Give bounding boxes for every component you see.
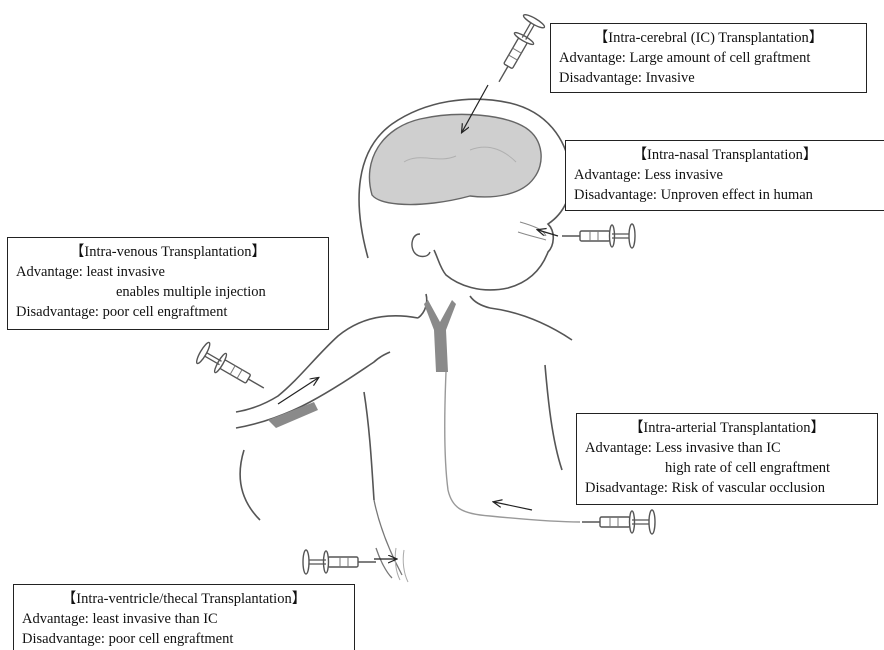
intraarterial-advantage-2: high rate of cell engraftment <box>585 458 869 478</box>
arm-vein-mark <box>268 402 318 428</box>
intravenous-advantage: Advantage: least invasive <box>16 262 320 282</box>
syringe-icon-intranasal <box>562 224 635 248</box>
intranasal-box: 【Intra-nasal Transplantation】 Advantage:… <box>565 140 884 211</box>
intraarterial-advantage: Advantage: Less invasive than IC <box>585 438 869 458</box>
intranasal-advantage: Advantage: Less invasive <box>574 165 876 185</box>
intranasal-title: 【Intra-nasal Transplantation】 <box>574 145 876 165</box>
intracerebral-title: 【Intra-cerebral (IC) Transplantation】 <box>559 28 858 48</box>
syringe-icon-intravenous <box>195 341 270 398</box>
intracerebral-box: 【Intra-cerebral (IC) Transplantation】 Ad… <box>550 23 867 93</box>
intravenous-box: 【Intra-venous Transplantation】 Advantage… <box>7 237 329 330</box>
intracerebral-disadvantage: Disadvantage: Invasive <box>559 68 858 88</box>
intraarterial-disadvantage: Disadvantage: Risk of vascular occlusion <box>585 478 869 498</box>
intravenous-title: 【Intra-venous Transplantation】 <box>16 242 320 262</box>
ear-outline <box>412 234 430 257</box>
arrow-icon-intranasal <box>538 230 558 236</box>
neck-vessel <box>424 300 456 372</box>
intravenous-advantage-2: enables multiple injection <box>16 282 320 302</box>
syringe-icon-intracerebral <box>489 13 546 88</box>
intraventricular-advantage: Advantage: least invasive than IC <box>22 609 346 629</box>
intraventricular-box: 【Intra-ventricle/thecal Transplantation】… <box>13 584 355 650</box>
intravenous-disadvantage: Disadvantage: poor cell engraftment <box>16 302 320 322</box>
lower-body <box>374 500 402 578</box>
intraarterial-title: 【Intra-arterial Transplantation】 <box>585 418 869 438</box>
intraarterial-box: 【Intra-arterial Transplantation】 Advanta… <box>576 413 878 505</box>
intraventricular-title: 【Intra-ventricle/thecal Transplantation】 <box>22 589 346 609</box>
syringe-icon-intraventricular <box>303 550 376 574</box>
arrow-icon-intraarterial <box>494 502 532 510</box>
brain-shape <box>369 114 541 204</box>
right-torso <box>545 365 562 470</box>
femoral-catheter-line <box>445 372 580 522</box>
intranasal-disadvantage: Disadvantage: Unproven effect in human <box>574 185 876 205</box>
right-shoulder <box>490 308 572 340</box>
intracerebral-advantage: Advantage: Large amount of cell graftmen… <box>559 48 858 68</box>
left-arm-outline <box>236 316 418 412</box>
intraventricular-disadvantage: Disadvantage: poor cell engraftment <box>22 629 346 649</box>
syringe-icon-intraarterial <box>582 510 655 534</box>
